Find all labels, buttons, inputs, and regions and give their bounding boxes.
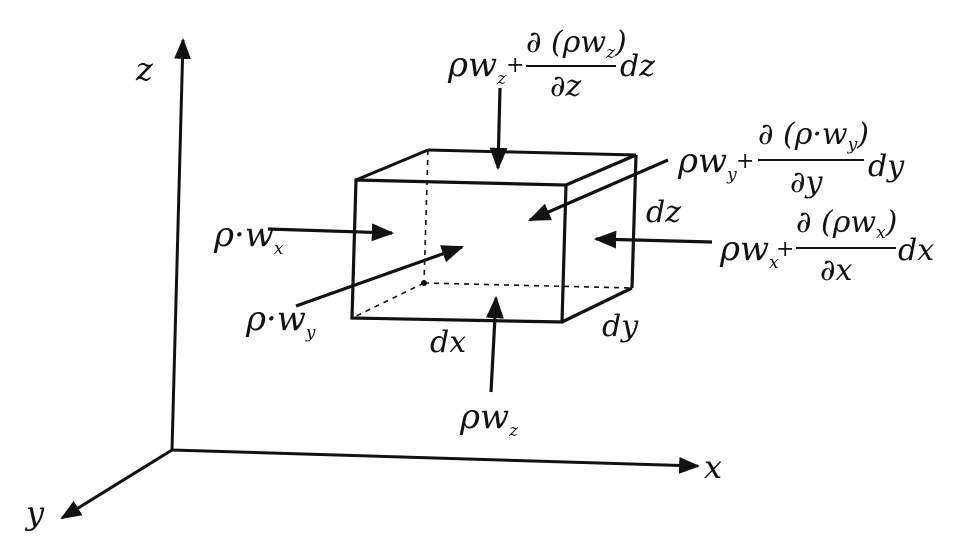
flux-out-x-denominator: ∂x [820, 253, 853, 288]
hidden-edge-vertical [423, 149, 429, 284]
arrow-flux-out-x [593, 230, 713, 249]
flux-out-z-base: ρwz [447, 45, 507, 89]
flux-out-y-numerator: ∂ (ρ·wy) [758, 117, 869, 155]
flux-out-x-base: ρwx [719, 229, 779, 273]
flux-out-x-tail: dx [898, 233, 934, 268]
arrow-flux-in-y [295, 245, 465, 308]
control-volume-box [350, 148, 638, 324]
top-right-edge [565, 153, 637, 187]
label-flux-out-y: ρwy + ∂ (ρ·wy) ∂y dy [677, 117, 905, 200]
label-dx: dx [430, 325, 466, 360]
flux-out-x-plus: + [776, 237, 794, 262]
label-flux-in-x: ρ·wx [213, 215, 284, 259]
flux-out-y-denominator: ∂y [790, 165, 824, 200]
hidden-edge-depth [351, 282, 425, 319]
flux-out-z-denominator: ∂z [550, 69, 582, 104]
flux-out-z-plus: + [506, 53, 524, 78]
flux-out-z-tail: dz [620, 49, 655, 84]
flux-arrows [267, 87, 713, 393]
back-right-vertical-edge [630, 154, 638, 289]
flux-out-y-base: ρwy [677, 141, 737, 185]
y-axis-label: y [24, 494, 45, 532]
label-dy: dy [602, 309, 639, 344]
flux-out-z-numerator: ∂ (ρwz) [526, 25, 627, 63]
front-face [350, 178, 568, 324]
label-flux-out-z: ρwz + ∂ (ρwz) ∂z dz [447, 25, 655, 104]
arrow-flux-out-z [489, 87, 508, 171]
z-axis-line [170, 37, 191, 451]
flux-out-y-plus: + [736, 149, 754, 174]
z-axis-label: z [135, 50, 154, 88]
y-axis-line [60, 448, 173, 520]
arrow-flux-in-z [485, 295, 504, 393]
label-dz: dz [646, 195, 681, 230]
bottom-right-edge [561, 286, 633, 324]
top-back-edge [427, 148, 637, 157]
coordinate-axes [60, 37, 701, 520]
flux-out-x-numerator: ∂ (ρwx) [796, 205, 897, 243]
top-left-edge [355, 148, 429, 182]
arrow-flux-out-y [527, 158, 669, 222]
volume-corner-dot [421, 280, 427, 286]
x-axis-label: x [704, 448, 722, 486]
arrow-flux-in-x [267, 223, 395, 242]
hidden-edge-back-bottom [423, 282, 633, 289]
label-flux-in-y: ρ·wy [245, 299, 316, 343]
flux-out-y-tail: dy [868, 149, 905, 184]
label-flux-out-x: ρwx + ∂ (ρwx) ∂x dx [719, 205, 934, 288]
x-axis-line [171, 448, 701, 474]
label-flux-in-z: ρwz [459, 397, 519, 441]
